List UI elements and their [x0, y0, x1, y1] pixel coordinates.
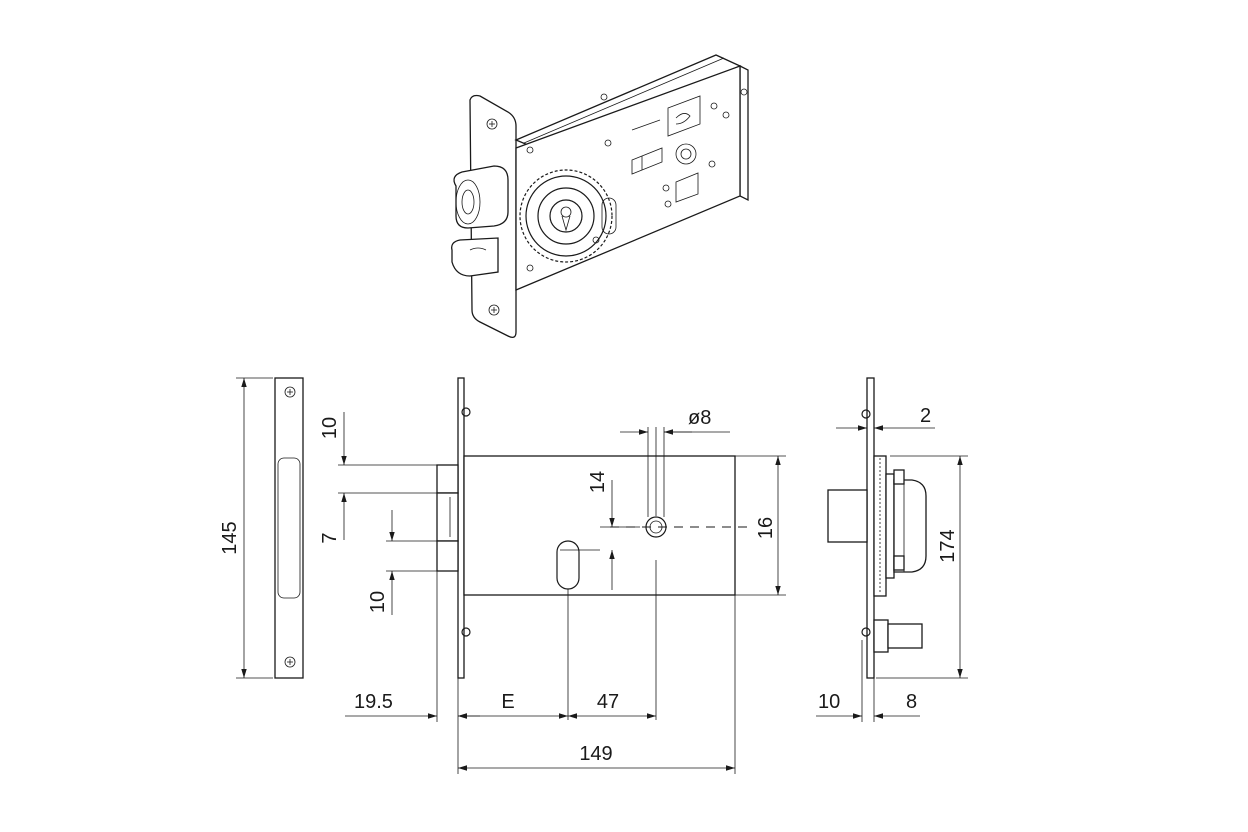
- dim-latch-offset-bottom: 10: [367, 591, 389, 613]
- dim-front-height: 145: [219, 521, 241, 554]
- dim-latch-gap: 7: [319, 532, 341, 543]
- faceplate-front-view: 145: [219, 377, 304, 679]
- main-side-view: ø8 14 16 10 7 10 19.5 E: [319, 377, 786, 774]
- dim-case-height: 16: [755, 517, 777, 539]
- dim-backset-faceplate: 19.5: [354, 691, 393, 713]
- end-side-view: 2 174 10 8: [816, 377, 968, 722]
- dim-bolt-offset-top: 10: [319, 417, 341, 439]
- dim-cylinder-to-keyhole: 47: [597, 691, 619, 713]
- dim-side-height: 174: [937, 529, 959, 562]
- dim-backset-e: E: [501, 691, 514, 713]
- dim-keyhole-offset: 14: [587, 471, 609, 493]
- dim-side-offset-right: 8: [906, 691, 917, 713]
- dim-hole-diameter: ø8: [688, 407, 711, 429]
- dim-side-offset-left: 10: [818, 691, 840, 713]
- dim-faceplate-thickness: 2: [920, 405, 931, 427]
- isometric-lock-view: [451, 54, 749, 338]
- dim-case-length: 149: [579, 743, 612, 765]
